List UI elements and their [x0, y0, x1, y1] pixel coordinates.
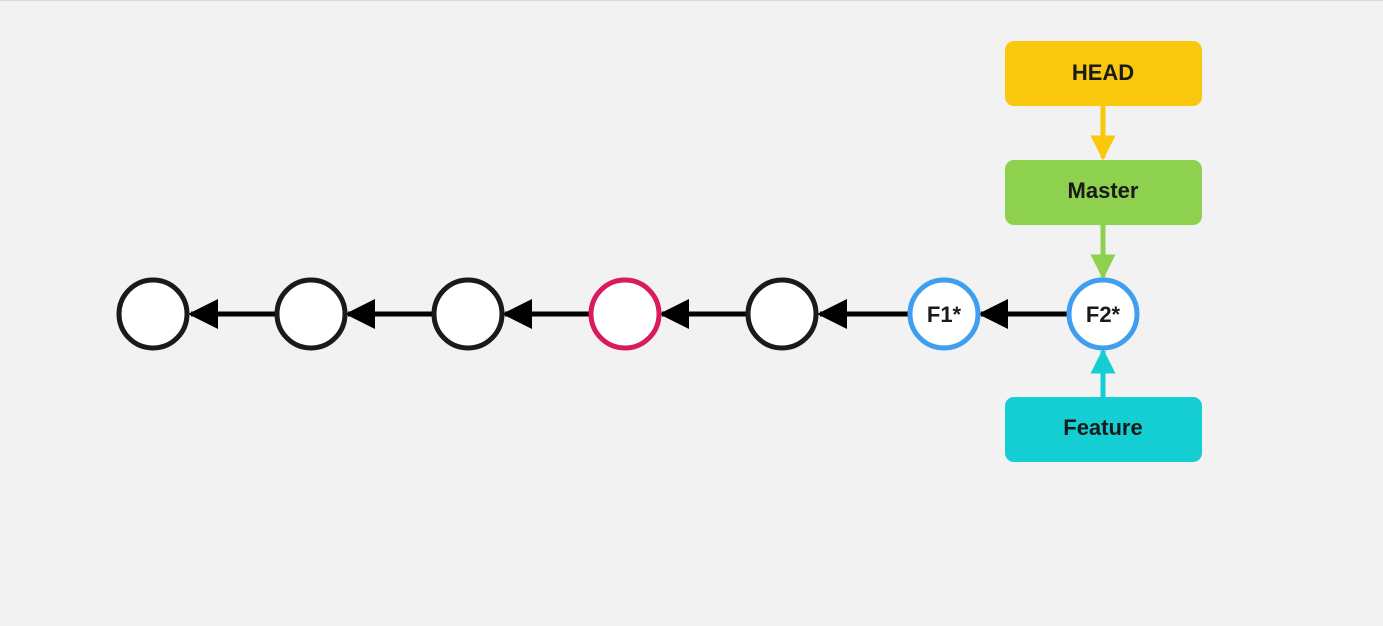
commit-f2: F2*	[1066, 277, 1140, 351]
commit-f1-label: F1*	[927, 302, 962, 327]
commit-f1: F1*	[907, 277, 981, 351]
commit-c4-highlighted	[588, 277, 662, 351]
commit-c2	[274, 277, 348, 351]
commit-c1	[116, 277, 190, 351]
ref-master: Master	[1005, 160, 1202, 225]
ref-feature: Feature	[1005, 397, 1202, 462]
ref-master-label: Master	[1068, 178, 1139, 203]
commit-f2-label: F2*	[1086, 302, 1121, 327]
ref-head-label: HEAD	[1072, 60, 1134, 85]
commit-c3	[431, 277, 505, 351]
commit-c5	[745, 277, 819, 351]
ref-feature-label: Feature	[1063, 415, 1142, 440]
ref-head: HEAD	[1005, 41, 1202, 106]
